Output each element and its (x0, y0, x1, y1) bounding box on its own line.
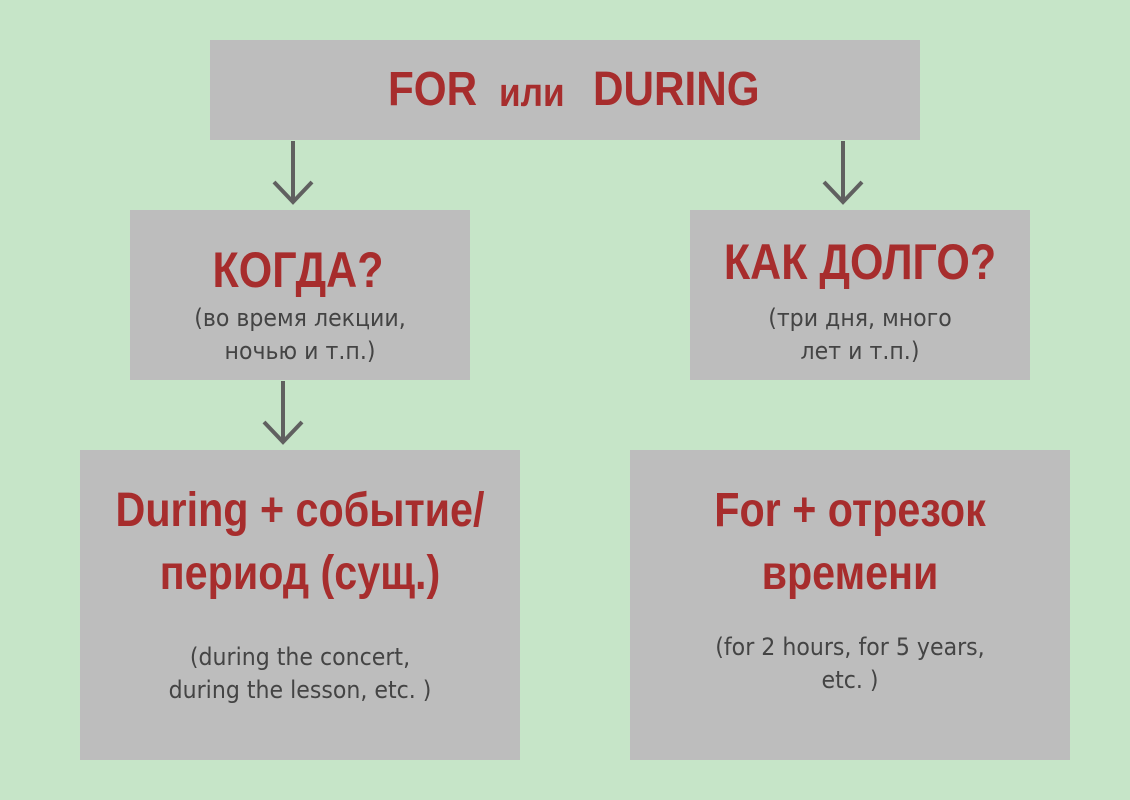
right-question-line1: (три дня, много (768, 304, 952, 332)
during-rule-example2: during the lesson, etc. ) (168, 676, 432, 704)
right-question-box: КАК ДОЛГО? (три дня, много лет и т.п.) (690, 210, 1030, 380)
for-rule-box: For + отрезок времени (for 2 hours, for … (630, 450, 1070, 760)
left-question-box: КОГДА? (во время лекции, ночью и т.п.) (130, 210, 470, 380)
left-question-title: КОГДА? (212, 242, 384, 298)
top-word-for: FOR (388, 63, 478, 116)
arrow-to-left-question (272, 141, 314, 205)
for-rule-example1: (for 2 hours, for 5 years, (715, 633, 985, 661)
for-rule-example2: etc. ) (821, 666, 879, 694)
during-rule-example1: (during the concert, (189, 643, 411, 671)
right-question-title: КАК ДОЛГО? (723, 234, 997, 290)
right-question-line2: лет и т.п.) (800, 337, 920, 365)
arrow-to-right-question (822, 141, 864, 205)
top-word-during: DURING (593, 63, 760, 116)
during-rule-line1: During + событие/ (115, 484, 485, 537)
arrow-to-during-rule (262, 381, 304, 445)
left-question-line2: ночью и т.п.) (224, 337, 376, 365)
left-question-line1: (во время лекции, (194, 304, 406, 332)
during-rule-box: During + событие/ период (сущ.) (during … (80, 450, 520, 760)
for-rule-line1: For + отрезок (714, 484, 986, 537)
during-rule-line2: период (сущ.) (159, 547, 441, 600)
top-box: FOR или DURING (210, 40, 920, 140)
top-word-or: или (499, 71, 565, 115)
for-rule-line2: времени (761, 547, 939, 600)
